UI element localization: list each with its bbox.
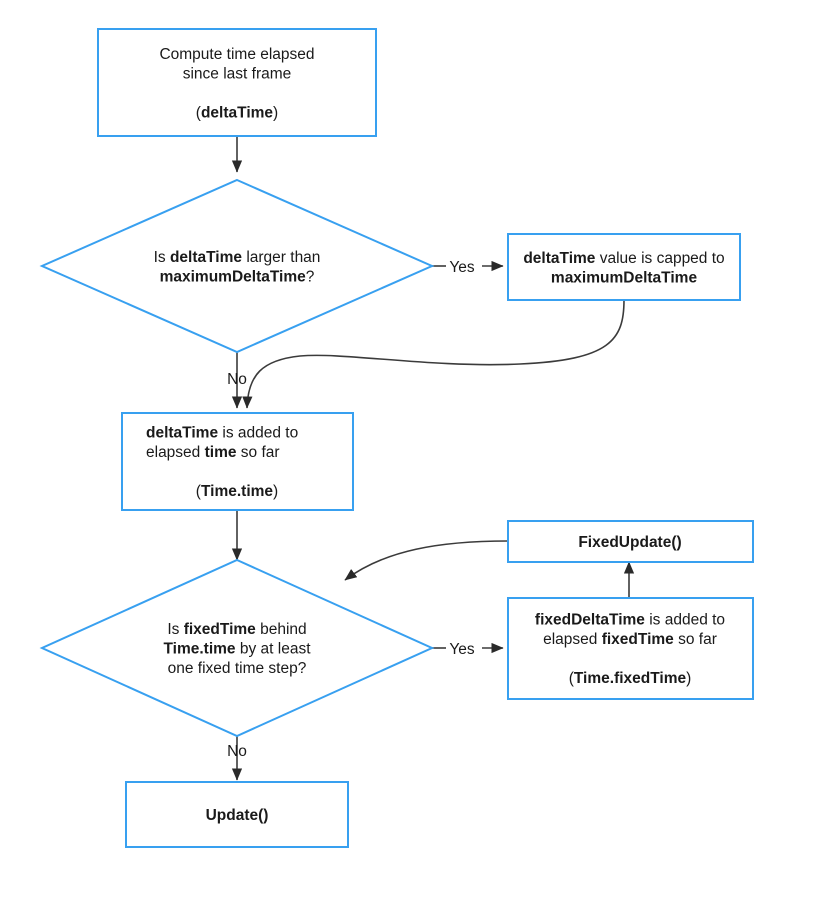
connector-fixedupdate-to-decision2-curve — [344, 540, 509, 581]
update-label: Update() — [206, 807, 269, 824]
edge-label-decision1-no: No — [227, 371, 247, 388]
connector-layer — [231, 136, 635, 781]
delta-time-capped-box[interactable] — [507, 233, 741, 301]
edge-label-layer: Yes No Yes No — [227, 259, 475, 760]
fixed-update-label: FixedUpdate() — [578, 534, 681, 551]
is-fixed-time-behind-diamond[interactable] — [39, 558, 435, 738]
fixed-update-box[interactable] — [507, 520, 754, 563]
node-update-call[interactable]: Update() — [125, 781, 349, 848]
update-box[interactable] — [125, 781, 349, 848]
edge-label-decision2-no: No — [227, 743, 247, 760]
is-delta-larger-diamond[interactable] — [39, 178, 435, 354]
connector-capped-to-added-curve — [242, 299, 625, 409]
fixed-delta-time-added-box[interactable] — [507, 597, 754, 700]
delta-time-added-box[interactable] — [121, 412, 354, 511]
compute-delta-time-box[interactable] — [97, 28, 377, 137]
edge-label-decision1-yes: Yes — [449, 259, 475, 276]
node-fixed-update-call[interactable]: FixedUpdate() — [507, 520, 754, 563]
edge-label-decision2-yes: Yes — [449, 641, 475, 658]
